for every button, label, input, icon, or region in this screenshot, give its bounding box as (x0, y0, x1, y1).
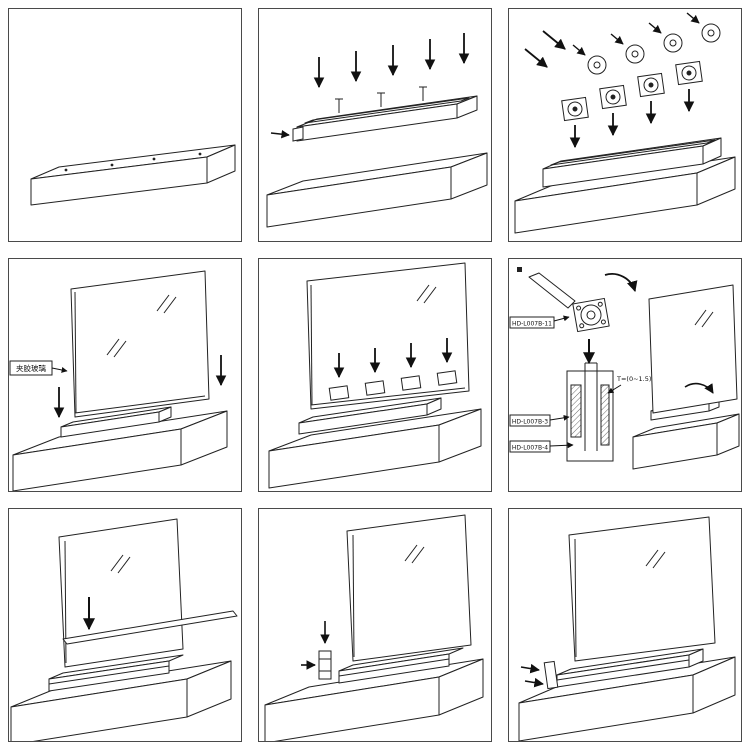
step-7-panel (8, 508, 242, 742)
end-cap-arrows (520, 663, 544, 688)
step-1-drawing (30, 144, 236, 206)
glass-panel (306, 262, 470, 410)
step-9-drawing (518, 516, 736, 741)
wedge-label: HD-L007B-3 (512, 419, 548, 426)
end-cap (543, 660, 559, 690)
gasket-callout: HD-L007B-4 (509, 440, 574, 453)
thickness-dimension: T=(0~1.5) (607, 375, 651, 394)
step-4-drawing: 夹胶玻璃 (9, 270, 228, 491)
block-arrows (333, 338, 453, 379)
base-channel (48, 654, 184, 692)
step-8-panel (258, 508, 492, 742)
end-connector (270, 126, 304, 142)
gasket-label: HD-L007B-4 (512, 445, 548, 452)
base-channel-profile (296, 95, 478, 142)
step-4-panel: 夹胶玻璃 (8, 258, 242, 492)
cam-part-label: HD-L007B-11 (512, 321, 552, 328)
snap-arrows (301, 621, 330, 670)
plinth (10, 660, 232, 741)
step-8-drawing (264, 514, 484, 741)
glass-callout: 夹胶玻璃 (9, 360, 68, 376)
cover-profile-section (318, 650, 332, 680)
anchor-holes (64, 152, 202, 172)
screws (335, 86, 427, 113)
down-arrows (313, 33, 470, 89)
step-9-panel (508, 508, 742, 742)
step-6-drawing: HD-L007B-11 T=(0~1.5) HD-L007B-3 (509, 267, 740, 470)
cam-plates (561, 60, 703, 122)
base-channel (60, 406, 172, 438)
step-5-panel (258, 258, 492, 492)
step-5-drawing (268, 262, 482, 489)
step-3-panel (508, 8, 742, 242)
step-2-drawing (266, 33, 488, 228)
plinth (12, 410, 228, 491)
glass-panel (70, 270, 210, 418)
diagonal-arrows (572, 12, 700, 56)
glass-label: 夹胶玻璃 (16, 363, 46, 373)
cam-part-callout: HD-L007B-11 (509, 315, 570, 329)
glass-panel (568, 516, 716, 662)
cover-strip (62, 610, 238, 645)
cover-discs (587, 23, 721, 75)
plinth (268, 408, 482, 489)
base-beam (514, 156, 736, 234)
glass-hatch-marks (416, 284, 437, 304)
anchor-base-beam (30, 144, 236, 206)
lower-arrows (53, 355, 227, 419)
base-beam (266, 152, 488, 228)
step-3-drawing (514, 12, 736, 234)
adjustment-tool (528, 272, 610, 333)
step-2-panel (258, 8, 492, 242)
setting-blocks (328, 370, 458, 401)
plinth (264, 658, 484, 741)
insert-arrows (524, 30, 695, 149)
glass-panel (58, 518, 184, 668)
step-1-panel (8, 8, 242, 242)
wedge-callout: HD-L007B-3 (509, 414, 570, 427)
clamp-rotate-arrow (684, 382, 714, 394)
step-7-drawing (10, 518, 238, 741)
section-marker (517, 267, 522, 272)
glass-panel (346, 514, 472, 662)
rotate-arrow (604, 273, 638, 293)
base-channel (338, 647, 464, 684)
glass-hatch-marks (106, 294, 177, 358)
thickness-label: T=(0~1.5) (616, 375, 651, 383)
base-channel (298, 397, 442, 435)
channel-cross-section (566, 362, 614, 462)
mounted-channel (542, 137, 722, 188)
step-6-panel: HD-L007B-11 T=(0~1.5) HD-L007B-3 (508, 258, 742, 492)
glass-assembly (632, 284, 740, 470)
